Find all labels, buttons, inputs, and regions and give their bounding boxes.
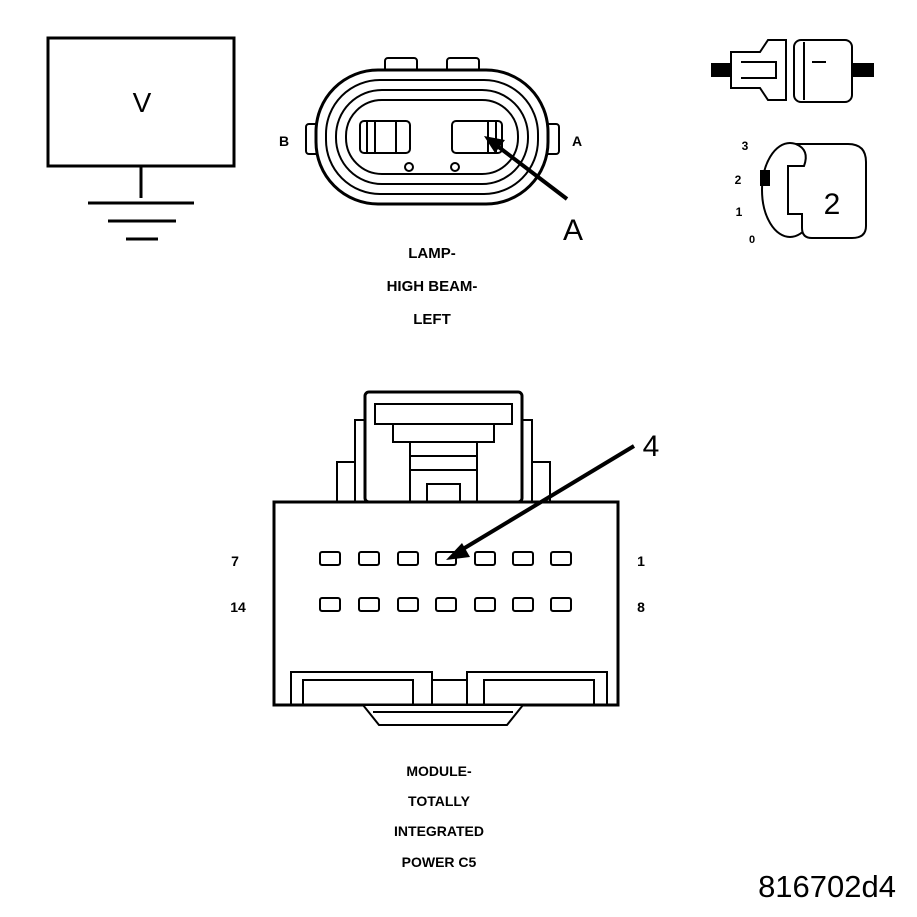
lamp-callout-arrow — [484, 136, 569, 201]
module-cavity-row-1 — [319, 551, 572, 566]
dial-mark-1: 1 — [736, 205, 743, 219]
dial-mark-0: 0 — [749, 234, 755, 246]
lamp-terminal-b — [359, 120, 411, 154]
module-pin-7-label: 7 — [231, 553, 239, 569]
lamp-pin-b-label: B — [279, 133, 289, 149]
dial-setting-label: 2 — [824, 188, 841, 221]
module-callout-label: 4 — [643, 430, 660, 463]
ground-icon — [88, 166, 194, 241]
voltmeter-symbol: V — [46, 36, 236, 241]
module-pin-1-label: 1 — [637, 553, 645, 569]
voltmeter-label: V — [133, 87, 152, 118]
module-caption-line-2: TOTALLY — [408, 793, 471, 809]
module-cavity-row-2 — [319, 597, 572, 612]
module-connector: 7 1 14 8 4 MODULE- TOTALLY INTEGRATED PO… — [230, 390, 660, 870]
lamp-terminal-a — [451, 120, 503, 154]
dial-mark-3: 3 — [742, 139, 749, 153]
dial-mark-2: 2 — [735, 173, 742, 187]
module-caption-line-3: INTEGRATED — [394, 823, 484, 839]
lamp-callout-label: A — [563, 214, 583, 247]
module-caption-line-4: POWER C5 — [402, 854, 477, 870]
lamp-caption-line-3: LEFT — [413, 311, 451, 328]
lamp-caption-line-1: LAMP- — [408, 245, 456, 262]
probe-dial-icon — [760, 142, 867, 239]
module-callout-arrow — [446, 444, 636, 560]
lamp-caption-line-2: HIGH BEAM- — [387, 278, 478, 295]
module-caption-line-1: MODULE- — [406, 763, 472, 779]
lamp-pin-a-label: A — [572, 133, 582, 149]
probe-plug-icon — [711, 39, 874, 103]
probe-tool: 3 2 1 0 2 — [711, 39, 874, 246]
module-pin-14-label: 14 — [230, 599, 246, 615]
lamp-connector: B A A LAMP- HIGH BEAM- LEFT — [279, 57, 583, 328]
module-pin-8-label: 8 — [637, 599, 645, 615]
figure-id: 816702d4 — [758, 869, 896, 904]
